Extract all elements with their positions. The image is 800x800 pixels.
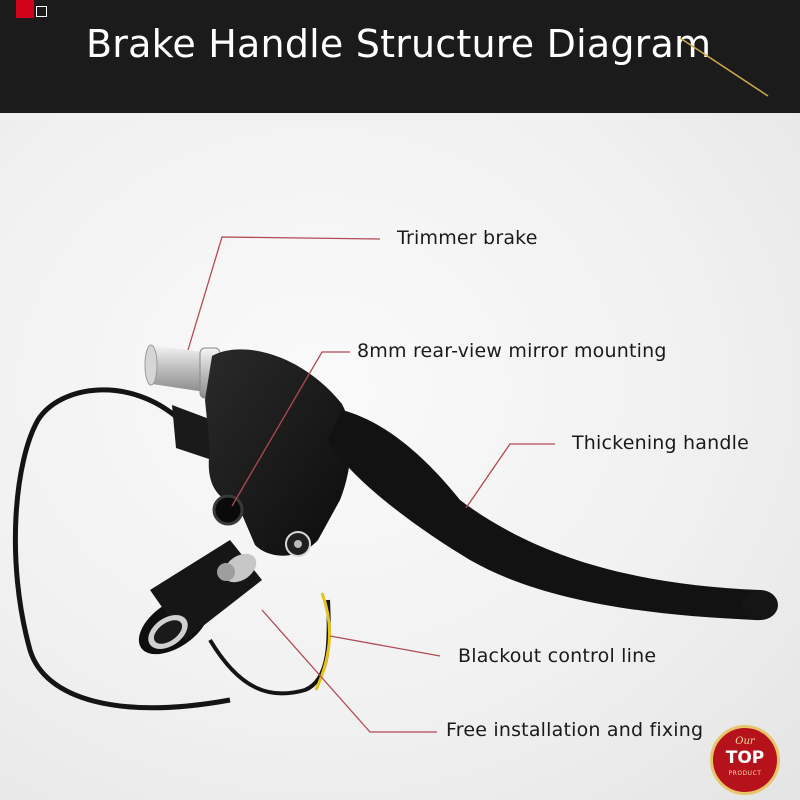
yellow-control-wire	[314, 592, 332, 691]
leader-mirror-mounting	[231, 351, 350, 507]
mirror-mount-hole	[212, 494, 244, 526]
pivot-bolt-center	[294, 540, 302, 548]
header-bar: Brake Handle Structure Diagram	[0, 0, 800, 113]
lever-tip	[742, 590, 778, 620]
header-accent-line	[679, 37, 769, 97]
corner-outline-square	[36, 6, 47, 17]
power-cable	[208, 599, 331, 696]
badge-text-our: Our	[735, 736, 755, 747]
handlebar-clamp	[138, 540, 262, 655]
badge-text-product: PRODUCT	[728, 770, 762, 777]
leader-free-installation	[261, 609, 437, 733]
label-free-installation: Free installation and fixing	[446, 719, 704, 741]
label-trimmer-brake: Trimmer brake	[397, 227, 538, 249]
brake-cable	[12, 387, 231, 711]
page-title: Brake Handle Structure Diagram	[86, 22, 712, 66]
leader-trimmer-brake	[187, 236, 381, 351]
badge-text-top: TOP	[725, 748, 765, 768]
leader-blackout-control-line	[329, 635, 441, 657]
leader-thickening-handle	[465, 443, 555, 509]
label-thickening-handle: Thickening handle	[572, 432, 750, 454]
lever-handle	[328, 410, 778, 621]
top-product-badge: Our TOP PRODUCT	[710, 725, 780, 795]
label-mirror-mounting: 8mm rear-view mirror mounting	[357, 340, 667, 362]
label-blackout-control-line: Blackout control line	[458, 645, 657, 667]
corner-red-square	[16, 0, 34, 18]
cable-boot	[172, 405, 212, 460]
